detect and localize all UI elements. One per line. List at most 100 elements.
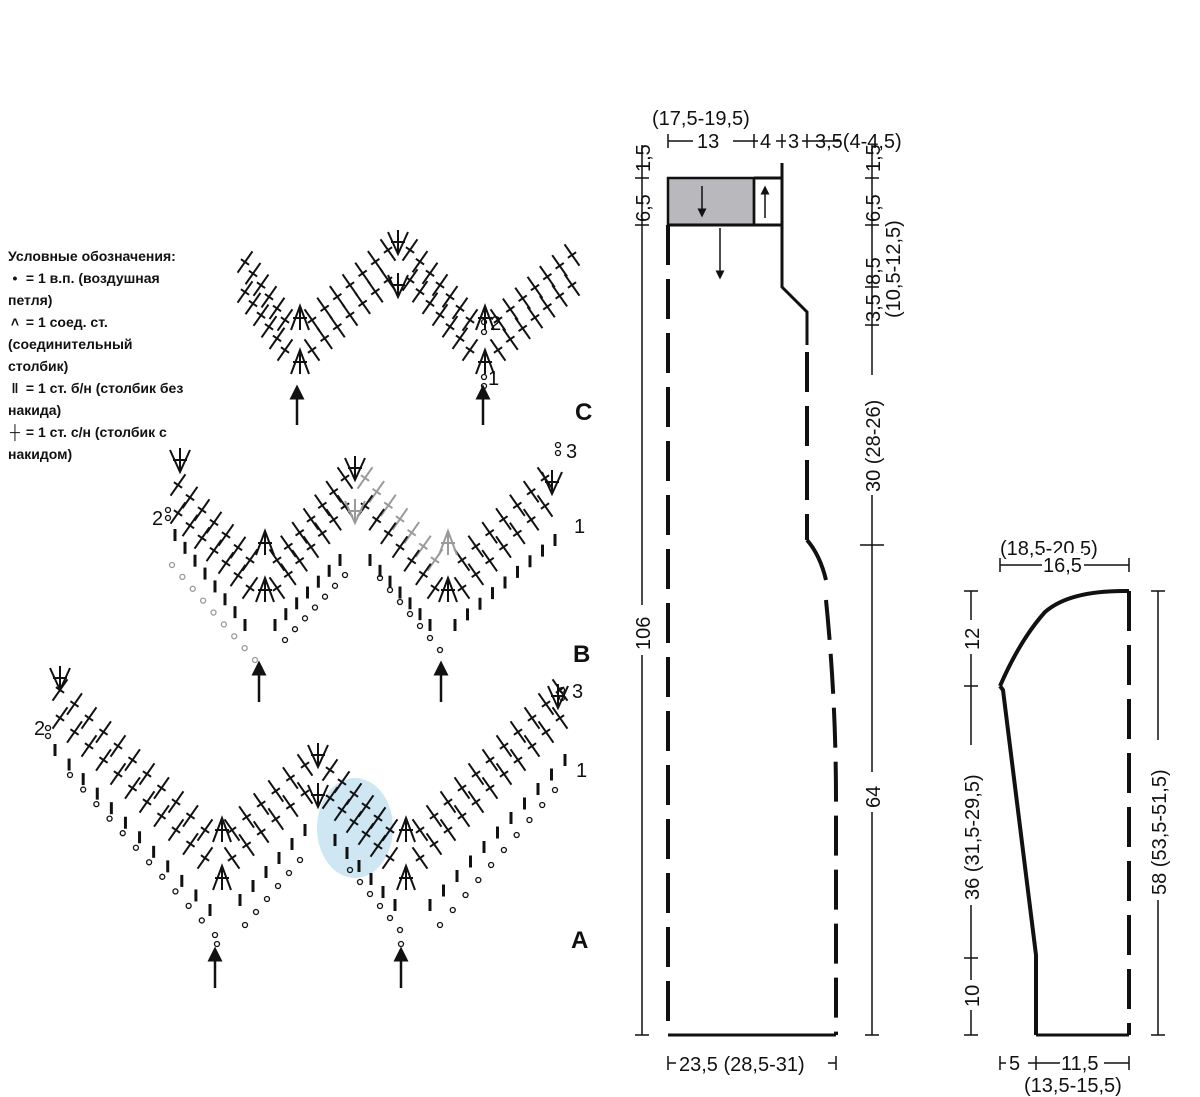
double-crochet-bar — [383, 246, 393, 254]
chain-mark — [331, 582, 339, 589]
legend-item-slip: ˄ = 1 соед. ст. (соединительный столбик) — [8, 311, 188, 377]
double-crochet-bar — [385, 826, 395, 834]
double-crochet-bar — [415, 287, 425, 296]
double-crochet-bar — [209, 518, 219, 527]
double-crochet-bar — [360, 502, 370, 510]
body-schematic — [635, 134, 884, 1070]
double-crochet-bar — [171, 798, 181, 806]
chain-mark — [198, 917, 205, 924]
legend-item-chain: • = 1 в.п. (воздушная петля) — [8, 267, 188, 311]
double-crochet-bar — [317, 529, 328, 538]
chain-mark — [475, 876, 482, 884]
double-crochet-bar — [445, 292, 455, 301]
legend: Условные обозначения: • = 1 в.п. (воздуш… — [8, 245, 188, 465]
body-bottom-width: 23,5 (28,5-31) — [679, 1054, 805, 1076]
double-crochet-bar — [240, 258, 250, 266]
sleeve-left-10: 10 — [962, 985, 984, 1007]
double-crochet-bar — [530, 313, 540, 322]
chain-mark — [487, 861, 495, 869]
double-crochet-bar — [156, 784, 167, 792]
chart-b-row-2: 2 — [152, 508, 163, 530]
double-crochet-bar — [517, 294, 528, 303]
body-right-10-5: (10,5-12,5) — [883, 220, 905, 318]
double-crochet-bar — [415, 854, 425, 862]
double-crochet-bar — [383, 529, 394, 538]
double-crochet-bar — [221, 559, 231, 567]
chain-mark — [179, 573, 186, 581]
body-right-3-5: 3,5 — [863, 294, 885, 322]
sleeve-bottom-11-5: 11,5 — [1061, 1053, 1098, 1075]
body-top-mid: 4 — [760, 131, 771, 153]
double-crochet-bar — [512, 501, 523, 510]
double-crochet-bar — [283, 542, 294, 551]
chart-a-row-2: 2 — [34, 718, 45, 740]
chain-mark — [480, 382, 488, 390]
double-crochet-bar — [484, 556, 495, 565]
chain-mark — [346, 866, 354, 874]
chain-mark — [211, 931, 219, 939]
double-crochet-bar — [69, 728, 80, 736]
body-left-106: 106 — [633, 617, 655, 650]
stitch-chart-c — [236, 230, 581, 390]
double-crochet-bar — [567, 281, 577, 289]
double-crochet-bar — [248, 299, 258, 308]
legend-item-chain-text: = 1 в.п. (воздушная петля) — [8, 270, 160, 308]
chart-c-row-2: 2 — [490, 313, 501, 335]
double-crochet-bar — [370, 257, 381, 266]
double-crochet-bar — [512, 529, 523, 538]
chain-mark — [500, 846, 508, 854]
double-crochet-bar — [285, 774, 296, 782]
chain-mark — [210, 609, 217, 616]
double-crochet-bar — [555, 714, 565, 722]
chain-mark — [436, 921, 444, 929]
double-crochet-bar — [325, 766, 335, 774]
double-crochet-symbol: ┼ — [10, 424, 20, 440]
double-crochet-bar — [325, 794, 335, 802]
double-crochet-bar — [457, 784, 467, 792]
double-crochet-bar — [241, 841, 252, 849]
double-crochet-bar — [471, 770, 481, 778]
double-crochet-bar — [332, 322, 343, 331]
start-arrows — [207, 384, 491, 988]
double-crochet-bar — [221, 531, 231, 539]
chain-mark — [558, 686, 566, 694]
double-crochet-bar — [340, 502, 350, 510]
chain-mark — [164, 514, 172, 522]
chain-mark — [189, 585, 196, 592]
chart-b-row-1: 1 — [574, 516, 585, 538]
chain-mark — [321, 593, 329, 600]
double-crochet-bar — [280, 346, 290, 354]
sleeve-cap — [998, 588, 1130, 687]
double-crochet-bar — [499, 770, 509, 778]
chain-mark — [436, 646, 444, 654]
double-crochet-bar — [84, 742, 94, 750]
body-right-30: 30 (28-26) — [863, 400, 885, 492]
double-crochet-bar — [272, 334, 282, 343]
double-crochet-bar — [306, 515, 316, 523]
double-crochet-bar — [425, 299, 435, 308]
double-crochet-bar — [457, 812, 467, 820]
double-crochet-bar — [526, 515, 536, 524]
chain-mark — [397, 940, 405, 948]
double-crochet-bar — [406, 556, 417, 565]
armhole-upper — [780, 225, 809, 345]
double-crochet-bar — [371, 487, 382, 496]
chain-mark — [251, 656, 259, 664]
chain-mark — [199, 597, 207, 604]
double-crochet-bar — [185, 840, 196, 848]
chain-mark — [80, 786, 87, 793]
sleeve-seam — [998, 684, 1038, 1035]
chain-mark — [106, 815, 113, 822]
chain-mark — [480, 328, 488, 336]
chain-mark — [291, 626, 299, 633]
chain-mark — [213, 940, 221, 948]
double-crochet-bar — [285, 802, 296, 810]
body-right-1-5: 1,5 — [863, 144, 885, 172]
chain-mark — [513, 831, 520, 839]
chart-c-row-1: 1 — [488, 368, 499, 390]
double-crochet-bar — [332, 292, 343, 301]
double-crochet-bar — [385, 854, 395, 862]
double-crochet-bar — [498, 515, 509, 523]
chart-b-label: B — [573, 641, 590, 668]
